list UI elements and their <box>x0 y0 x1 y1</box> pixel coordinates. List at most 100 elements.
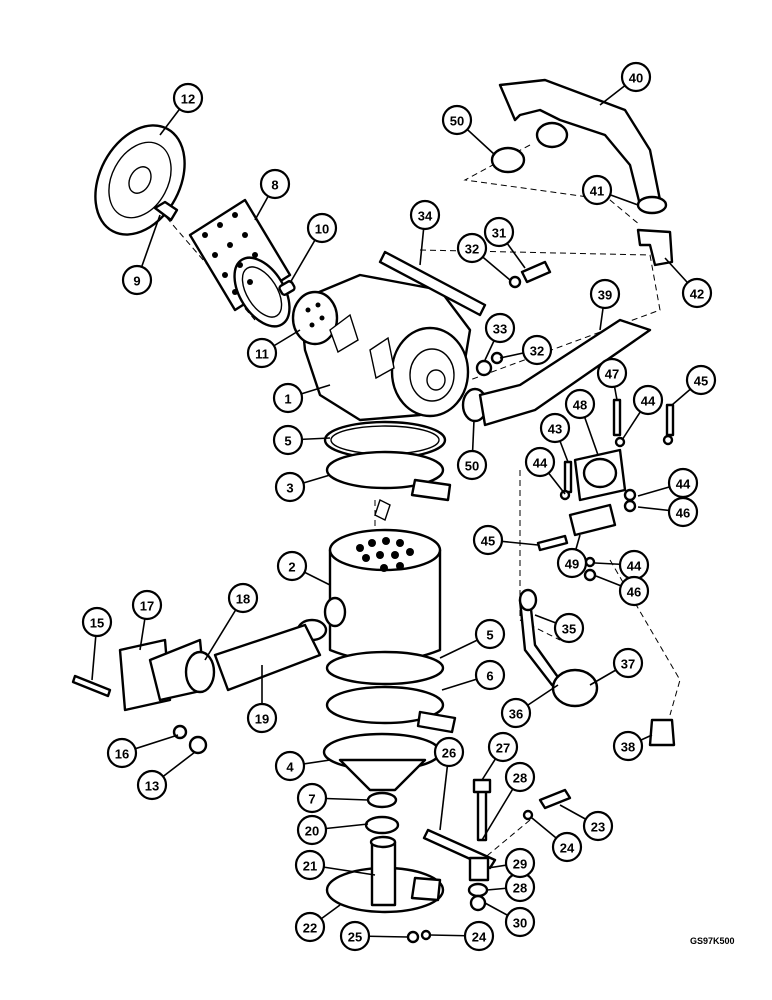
callout-44: 44 <box>524 446 556 478</box>
callout-number: 27 <box>496 741 510 756</box>
callout-circle <box>227 582 259 614</box>
callout-number: 28 <box>513 771 527 786</box>
part-bolt-27 <box>472 778 492 842</box>
callout-12: 12 <box>172 82 204 114</box>
part-elbow-42 <box>636 228 674 267</box>
callout-circle <box>553 612 585 644</box>
callout-number: 37 <box>621 657 635 672</box>
callout-number: 21 <box>303 859 317 874</box>
callout-circle <box>441 104 473 136</box>
callout-circle <box>131 589 163 621</box>
part-fitting-38 <box>648 718 676 747</box>
callout-number: 24 <box>560 841 575 856</box>
callout-number: 35 <box>562 622 576 637</box>
callout-number: 50 <box>465 459 479 474</box>
callout-17: 17 <box>131 589 163 621</box>
part-ring-20 <box>364 815 400 835</box>
callout-number: 39 <box>598 288 612 303</box>
callout-20: 20 <box>296 814 328 846</box>
callout-circle <box>296 814 328 846</box>
callout-number: 41 <box>590 184 604 199</box>
callout-50: 50 <box>456 449 488 481</box>
callout-circle <box>632 384 664 416</box>
callout-22: 22 <box>294 911 326 943</box>
callout-19: 19 <box>246 702 278 734</box>
callout-circle <box>433 736 465 768</box>
callout-16: 16 <box>106 737 138 769</box>
callout-number: 25 <box>348 930 362 945</box>
callout-number: 44 <box>676 477 691 492</box>
callout-number: 20 <box>305 824 319 839</box>
callout-circle <box>81 606 113 638</box>
callout-circle <box>500 697 532 729</box>
callout-44: 44 <box>667 467 699 499</box>
callout-number: 5 <box>486 628 493 643</box>
callout-circle <box>504 761 536 793</box>
callout-number: 44 <box>641 394 656 409</box>
callout-circle <box>456 232 488 264</box>
part-clamp-41 <box>636 195 668 215</box>
part-fitting-10 <box>278 280 296 296</box>
callout-5: 5 <box>272 424 304 456</box>
callout-circle <box>121 264 153 296</box>
callout-21: 21 <box>294 849 326 881</box>
callout-43: 43 <box>539 412 571 444</box>
part-bolt-15 <box>71 674 112 698</box>
callout-37: 37 <box>612 647 644 679</box>
callout-15: 15 <box>81 606 113 638</box>
callout-circle <box>667 496 699 528</box>
callout-circle <box>612 647 644 679</box>
callout-number: 5 <box>284 434 291 449</box>
callout-7: 7 <box>296 782 328 814</box>
callout-number: 47 <box>605 367 619 382</box>
callout-47: 47 <box>596 357 628 389</box>
callout-number: 34 <box>418 209 433 224</box>
callout-50: 50 <box>441 104 473 136</box>
callout-number: 17 <box>140 599 154 614</box>
callout-number: 15 <box>90 616 104 631</box>
callout-number: 45 <box>481 534 495 549</box>
callout-circle <box>272 424 304 456</box>
callout-number: 33 <box>493 322 507 337</box>
callout-number: 40 <box>629 71 643 86</box>
callout-1: 1 <box>272 382 304 414</box>
callout-number: 7 <box>308 792 315 807</box>
callout-9: 9 <box>121 264 153 296</box>
callout-number: 12 <box>181 92 195 107</box>
callout-circle <box>259 168 291 200</box>
callout-circle <box>524 446 556 478</box>
callout-circle <box>539 412 571 444</box>
part-bracket-34 <box>378 250 487 317</box>
callout-45: 45 <box>472 524 504 556</box>
part-nut-13 <box>188 735 208 755</box>
part-bracket-48 <box>573 448 627 502</box>
callout-40: 40 <box>620 61 652 93</box>
callout-circle <box>596 357 628 389</box>
callout-33: 33 <box>484 312 516 344</box>
callout-48: 48 <box>564 388 596 420</box>
callout-38: 38 <box>612 730 644 762</box>
callout-circle <box>272 382 304 414</box>
callout-number: 28 <box>513 881 527 896</box>
callout-circle <box>581 174 613 206</box>
callout-number: 49 <box>565 557 579 572</box>
callout-number: 13 <box>145 779 159 794</box>
callout-number: 9 <box>133 274 140 289</box>
callout-number: 24 <box>472 930 487 945</box>
callout-27: 27 <box>487 731 519 763</box>
part-lower-housing <box>323 528 442 663</box>
callout-number: 43 <box>548 422 562 437</box>
callout-32: 32 <box>521 334 553 366</box>
callout-circle <box>274 750 306 782</box>
callout-number: 44 <box>533 456 548 471</box>
callout-36: 36 <box>500 697 532 729</box>
callout-number: 30 <box>513 916 527 931</box>
callout-number: 38 <box>621 740 635 755</box>
callout-circle <box>582 810 614 842</box>
callout-11: 11 <box>246 337 278 369</box>
part-clamp-band-upper <box>325 450 452 521</box>
callout-circle <box>551 831 583 863</box>
callout-circle <box>612 730 644 762</box>
callout-8: 8 <box>259 168 291 200</box>
callout-number: 48 <box>573 398 587 413</box>
